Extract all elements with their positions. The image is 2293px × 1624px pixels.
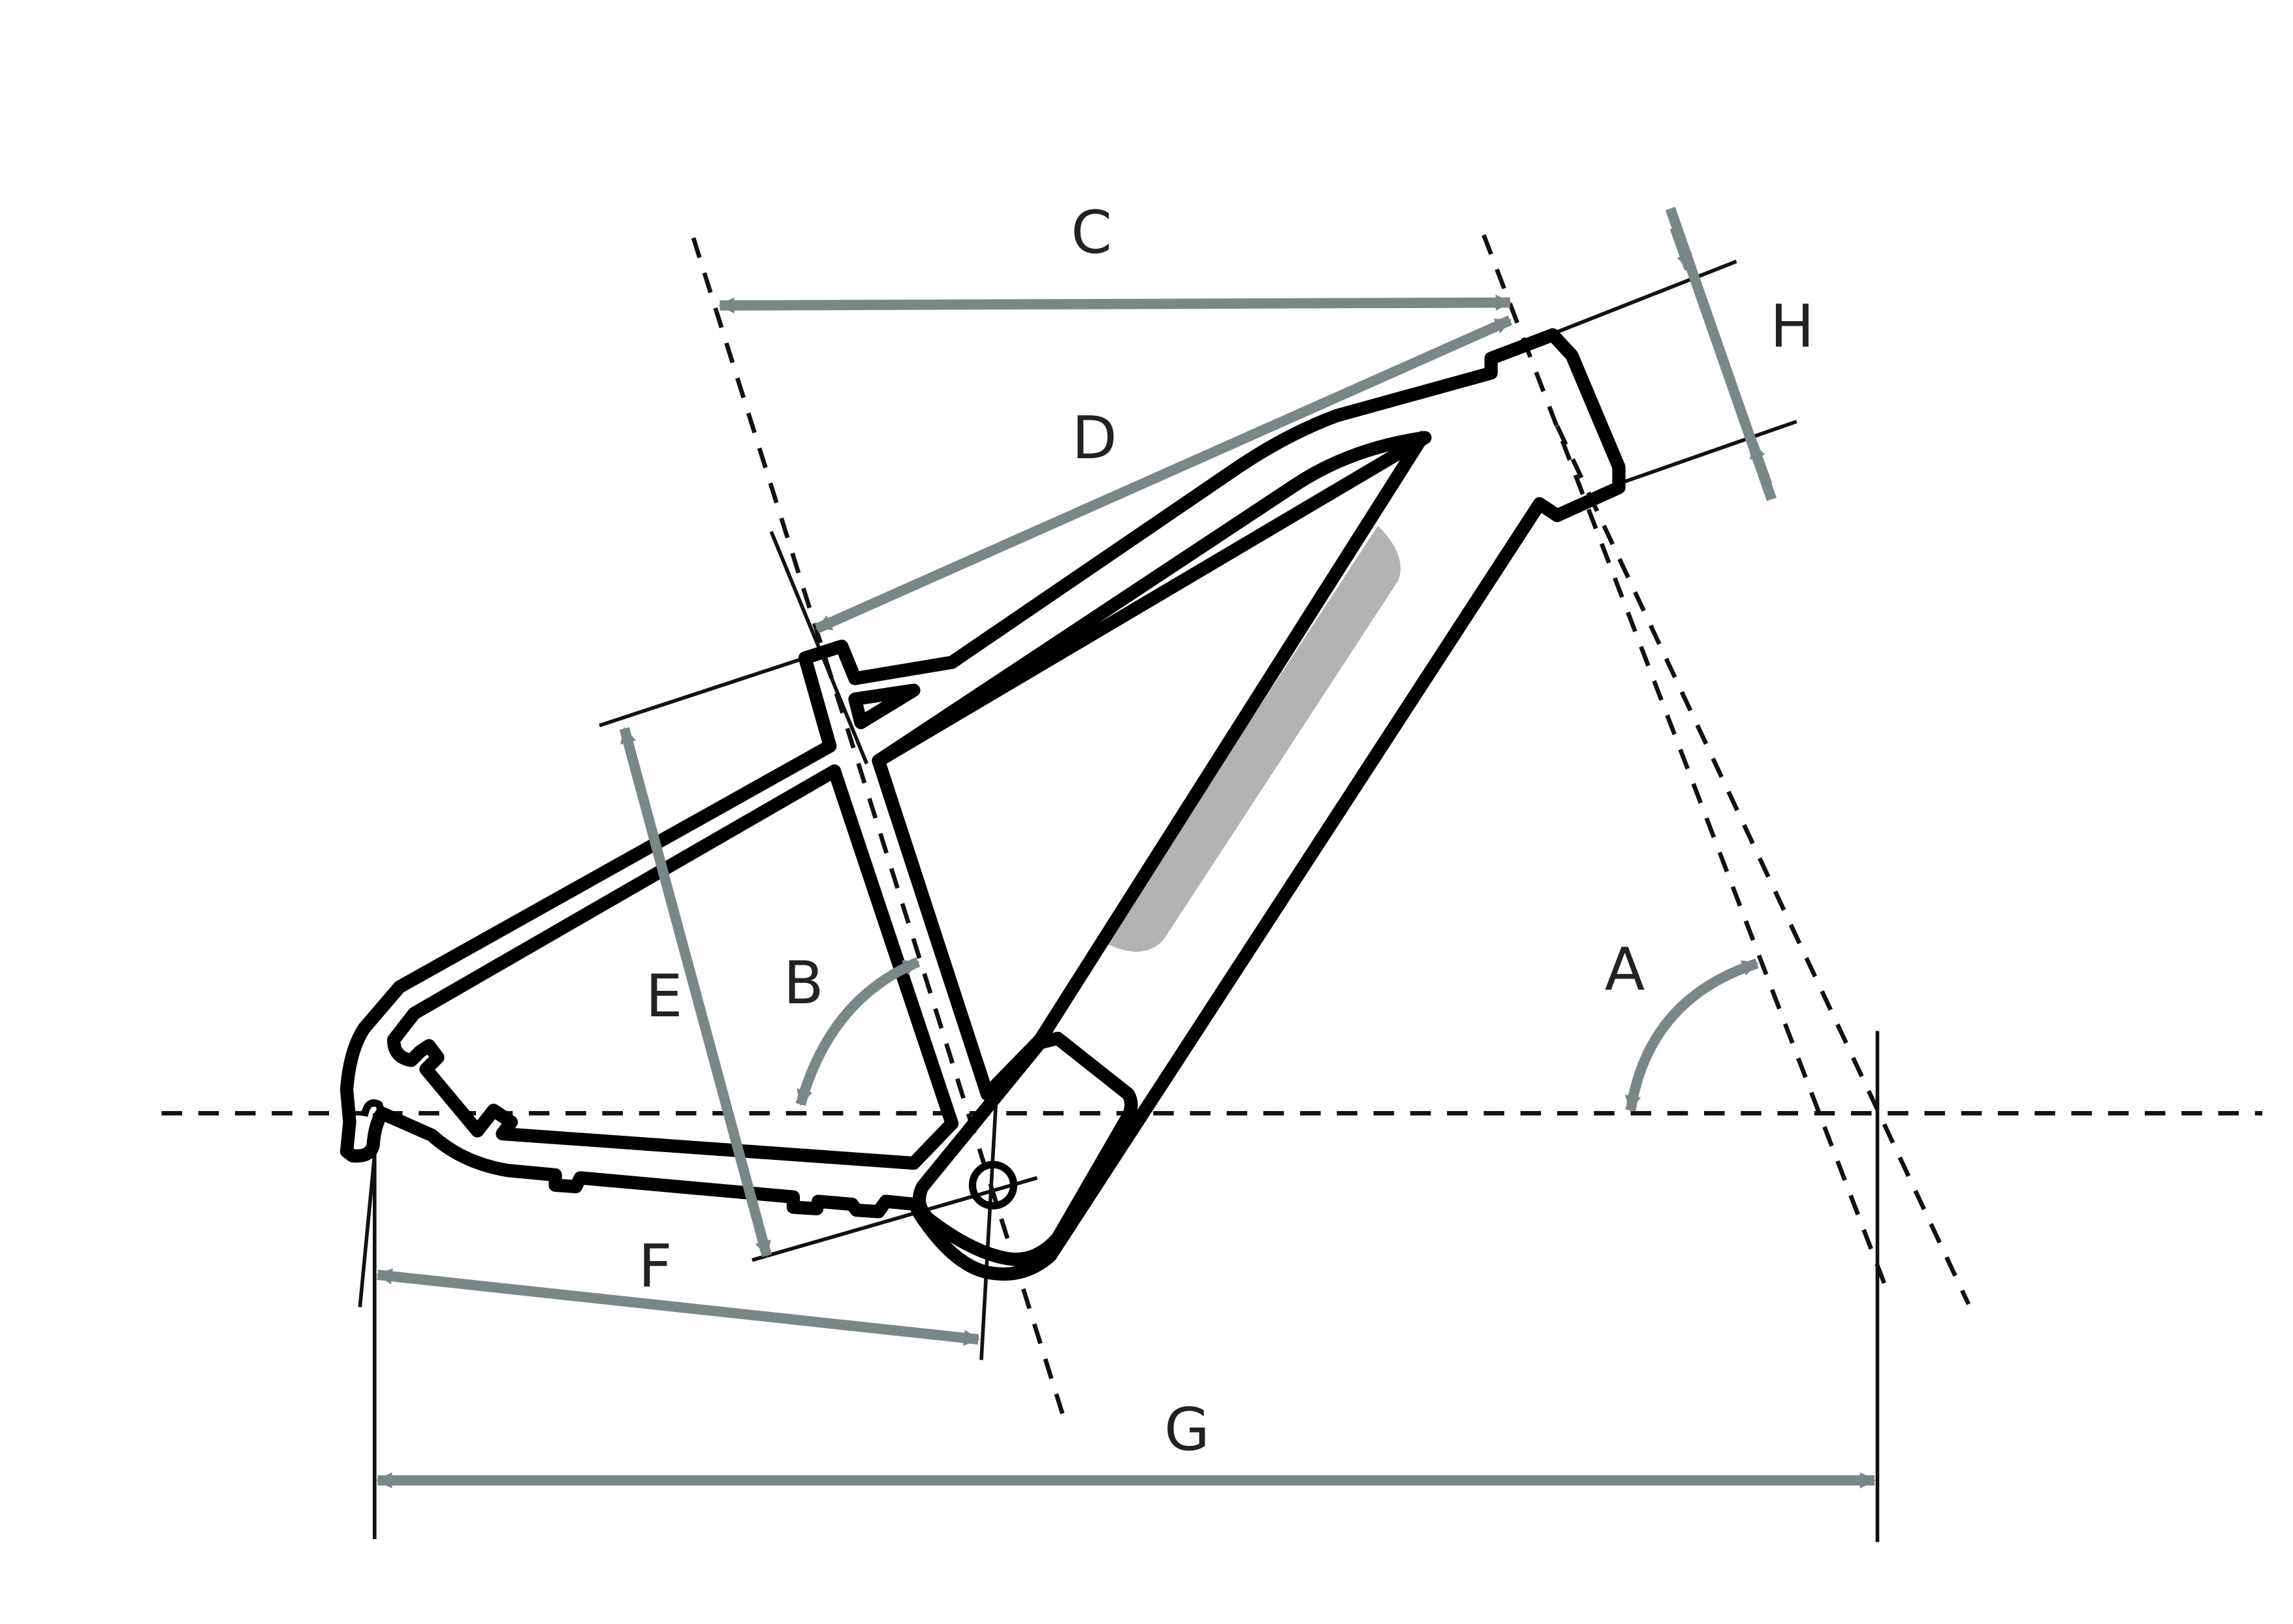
bottom-bracket-circle [968,1161,1018,1210]
dimension-d-arrow [814,315,1513,634]
label-f: F [639,1232,672,1301]
dimension-h-arrow-bottom-head [1747,441,1773,487]
bike-frame [340,328,1626,1281]
dimension-h-arrow-top-head [1669,226,1694,271]
dimension-f-arrow [375,1268,980,1346]
label-d: D [1072,404,1117,473]
seat-tube-top-ext-line [599,656,806,728]
battery-shape [1105,525,1401,952]
head-tube-axis-line-lower [1555,425,1971,1305]
label-c: C [1071,198,1112,267]
angle-b-arc [795,957,921,1106]
label-a: A [1605,936,1645,1005]
label-e: E [646,962,683,1031]
seat-tube-axis-line [691,237,1066,1418]
bottom-bracket-vertical-line [979,1101,998,1360]
dimension-e-arrow [619,726,772,1258]
dimension-arrows [375,206,1876,1489]
bottom-bracket-ext-line [751,1176,1038,1262]
dimension-labels: C D H E B A F G [639,198,1814,1464]
head-tube-axis-line-upper [1481,234,1890,1294]
label-b: B [783,949,824,1018]
guide-lines [161,234,2262,1542]
dimension-c-arrow [718,294,1512,314]
label-g: G [1164,1396,1210,1464]
head-tube-bottom-ext-line [1615,420,1797,487]
label-h: H [1770,292,1814,361]
angle-a-arc [1624,958,1759,1112]
head-tube-top-ext-line [1549,259,1737,337]
